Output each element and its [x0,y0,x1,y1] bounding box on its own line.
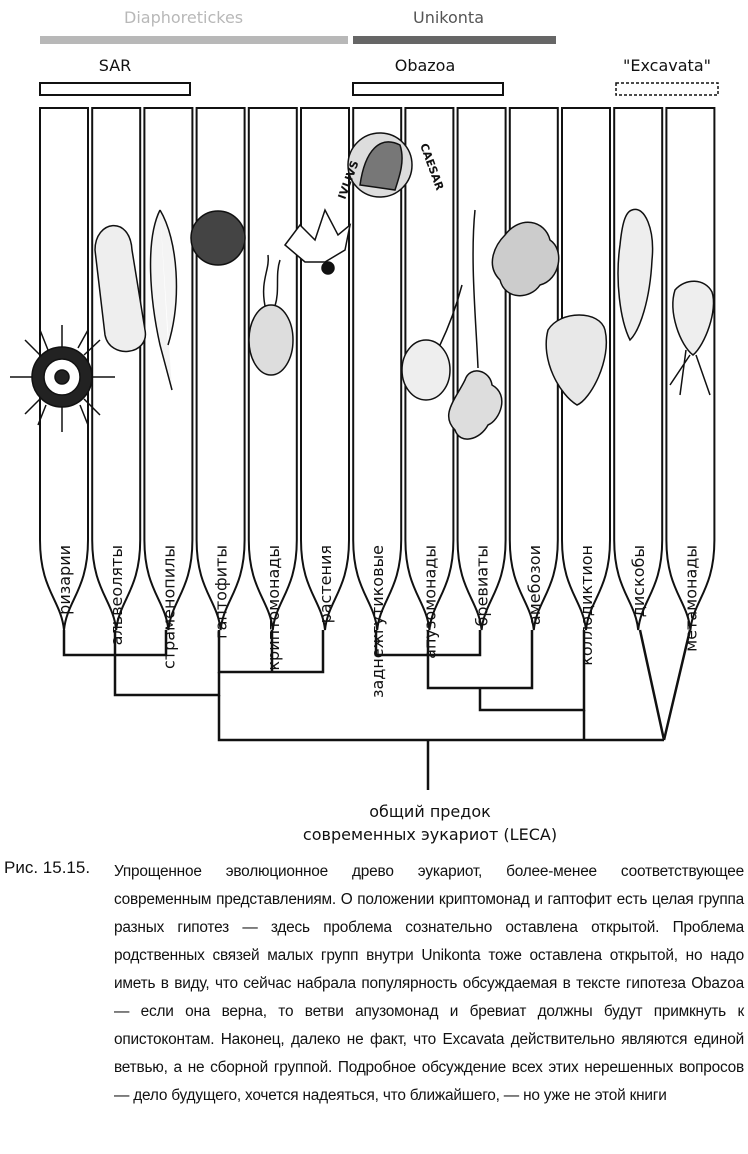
taxon-label: криптомонады [264,545,283,671]
taxon-label: коллодиктион [577,545,596,666]
branch-collodictyon [478,630,586,712]
taxon-label: страменопилы [159,545,178,669]
caesar-coin-illustration [347,132,413,198]
tree-lines [62,629,692,790]
taxon-label: альвеоляты [107,545,126,645]
supergroup-bar-unikonta [353,36,556,44]
group-label-obazoa: Obazoa [394,56,456,75]
rhizaria-illustration [10,325,115,432]
taxon-label: дискобы [629,545,648,617]
branch-archaeplastida-clade [217,630,325,674]
supergroup-bar-diaphoretickes [40,36,348,44]
branch-tube-6 [352,107,403,631]
branch-main [217,695,664,742]
stramenopiles-illustration [149,209,178,391]
taxon-labels: ризарии альвеоляты страменопилы гаптофиты кр… [55,545,700,698]
metamonada-illustration [672,280,715,356]
taxon-label: ризарии [55,545,74,615]
taxon-label: амебозои [525,545,544,625]
root-label: общий предок современных эукариот (LECA) [230,800,630,846]
haptophyte-illustration [190,210,246,266]
breviate-illustration [447,370,503,440]
collodictyon-illustration [545,314,608,406]
eukaryote-tree-diagram: Diaphoretickes Unikonta SAR Obazoa "Exca… [10,8,719,846]
taxon-label: апузомонады [420,545,439,659]
apusomonad-illustration [401,339,451,401]
supergroup-label-diaphoretickes: Diaphoretickes [124,8,244,27]
branch-discoba [638,629,666,741]
discoba-illustration [617,208,654,342]
root-label-line2: современных эукариот (LECA) [302,825,558,844]
group-bracket-sar [39,82,191,96]
caption-prefix: Рис. 15.15. [4,858,91,877]
taxon-label: бревиаты [473,545,492,626]
taxon-label: метамонады [681,545,700,652]
cryptomonad-illustration [248,304,294,376]
root-label-line1: общий предок [369,802,491,821]
amoebozoa-illustration [491,221,560,297]
group-label-sar: SAR [98,56,132,75]
branch-diaphoretickes [113,655,221,697]
caption-text: Упрощенное эволюционное древо эукариот, … [114,863,744,1104]
taxon-label: растения [316,545,335,623]
taxon-label: заднежгутиковые [368,545,387,698]
group-label-excavata: "Excavata" [623,56,711,75]
taxon-label: гаптофиты [212,545,231,639]
organism-illustrations [10,132,715,440]
plants-illustration [283,208,352,263]
group-bracket-excavata [615,82,719,96]
branch-tube-12 [665,107,716,631]
branch-tube-8 [456,107,507,631]
alveolates-illustration [94,224,146,352]
group-bracket-obazoa [352,82,504,96]
branch-metamonada [662,629,692,741]
supergroup-label-unikonta: Unikonta [413,8,484,27]
